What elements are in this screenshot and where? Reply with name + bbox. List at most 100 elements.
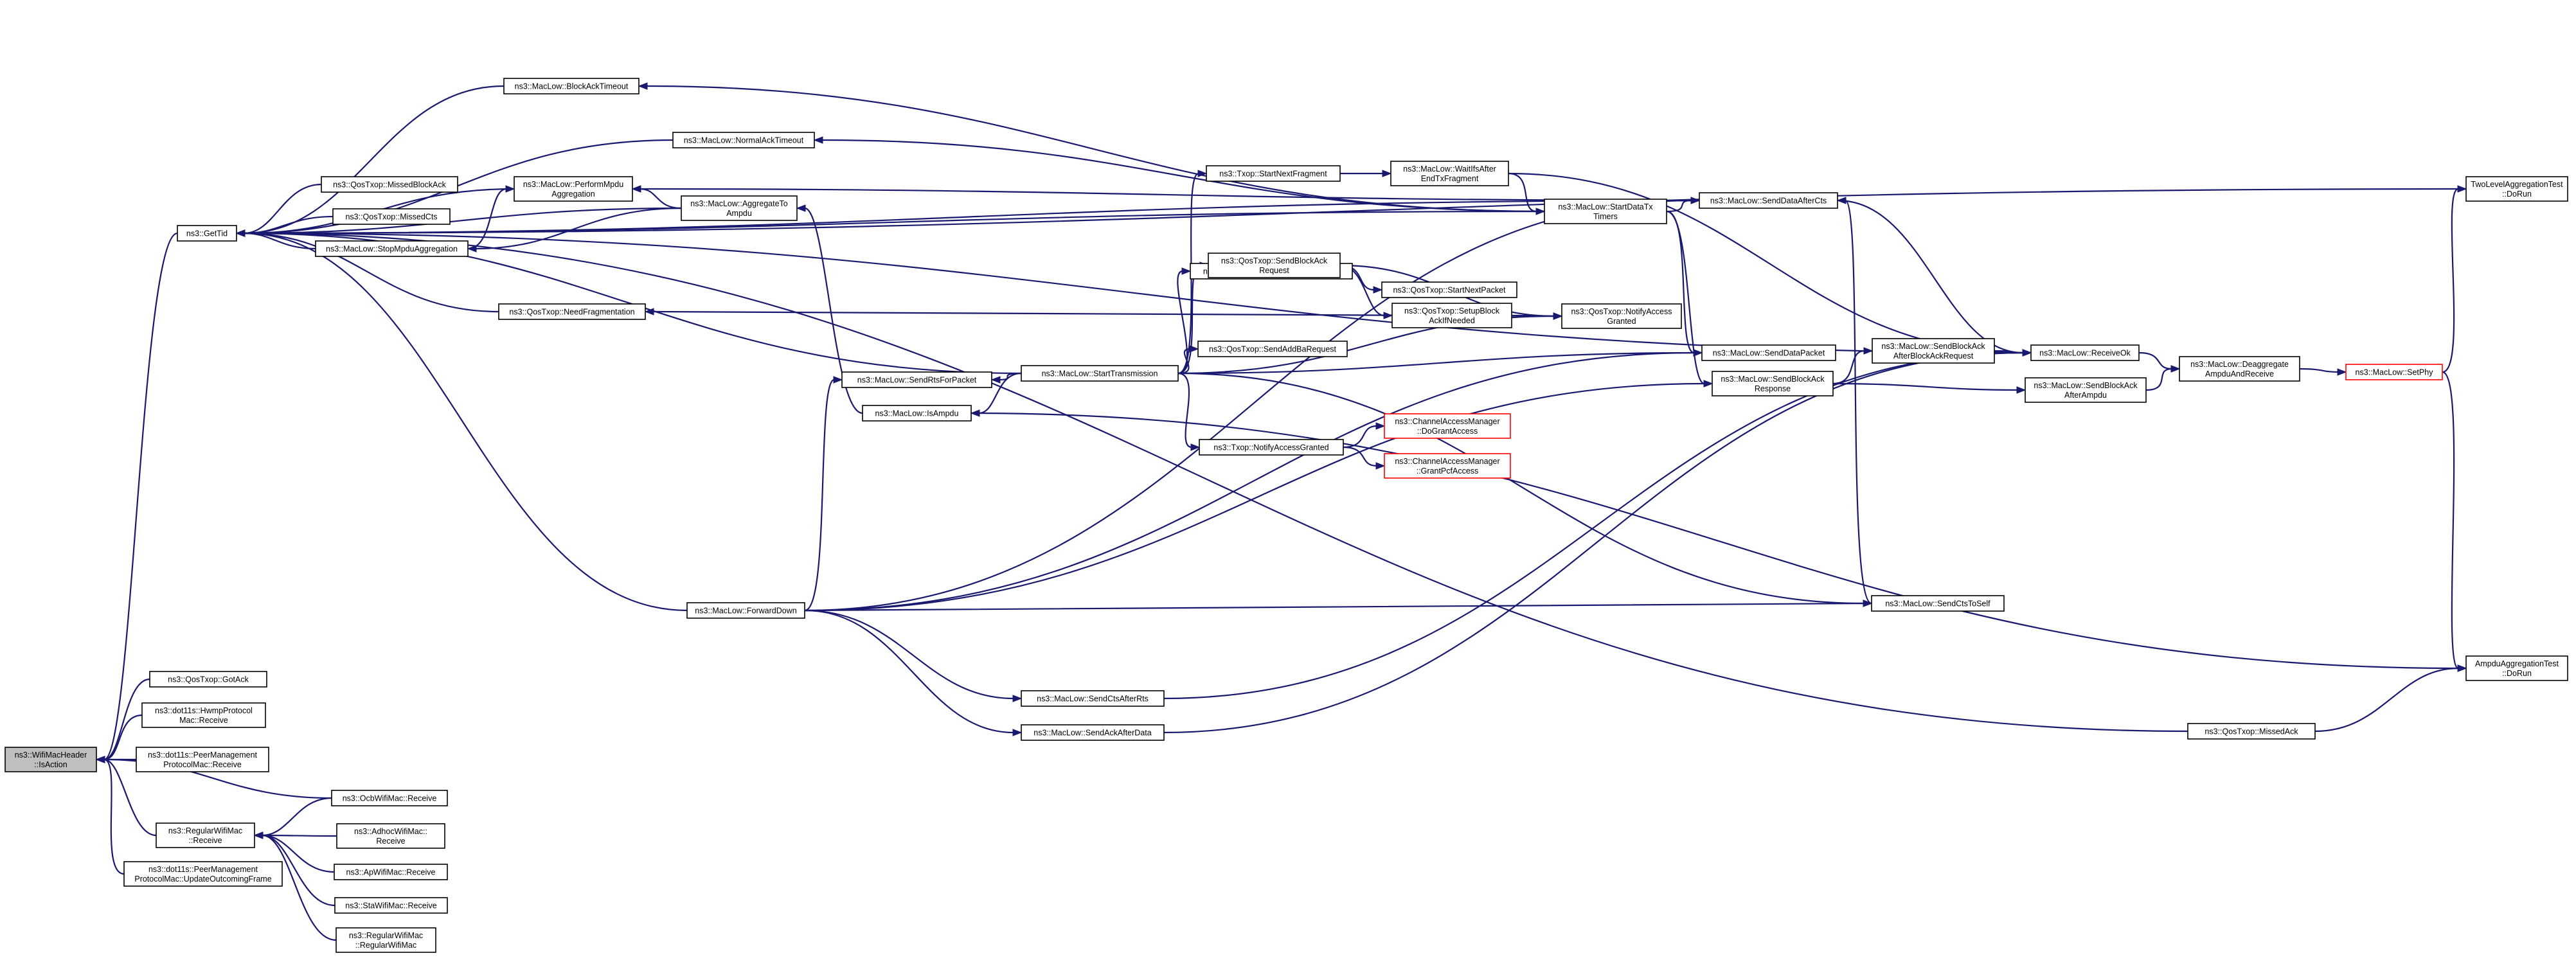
graph-node-sta-receive[interactable]: ns3::StaWifiMac::Receive bbox=[334, 897, 448, 914]
node-label: AckIfNeeded bbox=[1429, 316, 1475, 325]
arrowhead bbox=[2016, 386, 2026, 394]
node-label: ns3::QosTxop::MissedBlockAck bbox=[333, 181, 447, 190]
node-box bbox=[331, 790, 448, 806]
graph-node-regular-ctor[interactable]: ns3::RegularWifiMac::RegularWifiMac bbox=[335, 927, 436, 953]
node-label: Receive bbox=[376, 837, 405, 846]
call-edge bbox=[1837, 199, 2024, 354]
graph-node-txop-notify-access-granted[interactable]: ns3::Txop::NotifyAccessGranted bbox=[1199, 439, 1344, 456]
node-label: ProtocolMac::UpdateOutcomingFrame bbox=[134, 875, 271, 884]
graph-node-start-next-packet[interactable]: ns3::QosTxop::StartNextPacket bbox=[1381, 281, 1517, 298]
graph-node-ocb-receive[interactable]: ns3::OcbWifiMac::Receive bbox=[331, 790, 448, 806]
arrowhead bbox=[1197, 170, 1208, 177]
graph-node-is-ampdu[interactable]: ns3::MacLow::IsAmpdu bbox=[862, 405, 972, 422]
node-box bbox=[1199, 439, 1344, 456]
graph-node-peer-mgmt-receive[interactable]: ns3::dot11s::PeerManagementProtocolMac::… bbox=[136, 747, 269, 772]
graph-node-send-cts-to-self[interactable]: ns3::MacLow::SendCtsToSelf bbox=[1871, 595, 2005, 612]
node-label: AfterBlockAckRequest bbox=[1893, 351, 1974, 360]
call-edge bbox=[804, 609, 1014, 734]
node-box bbox=[1701, 344, 1836, 361]
arrowhead bbox=[638, 82, 648, 90]
graph-node-adhoc-receive[interactable]: ns3::AdhocWifiMac::Receive bbox=[336, 823, 445, 849]
node-label: ns3::QosTxop::SetupBlock bbox=[1404, 307, 1500, 316]
arrowhead bbox=[1190, 443, 1201, 451]
node-label: AmpduAndReceive bbox=[2205, 369, 2274, 378]
node-box bbox=[1206, 165, 1341, 182]
graph-node-block-ack-timeout[interactable]: ns3::MacLow::BlockAckTimeout bbox=[503, 78, 640, 94]
node-label: ns3::OcbWifiMac::Receive bbox=[343, 794, 437, 803]
call-edge bbox=[103, 758, 125, 875]
node-label: ns3::MacLow::ReceiveOk bbox=[2039, 349, 2131, 358]
call-edge bbox=[1832, 382, 2018, 391]
node-label: ns3::MacLow::SendAckAfterData bbox=[1033, 729, 1151, 738]
graph-node-need-fragmentation[interactable]: ns3::QosTxop::NeedFragmentation bbox=[498, 303, 646, 320]
call-edge bbox=[262, 834, 335, 873]
call-edge bbox=[103, 232, 178, 761]
graph-node-start-next-fragment[interactable]: ns3::Txop::StartNextFragment bbox=[1206, 165, 1341, 182]
graph-node-receive-ok[interactable]: ns3::MacLow::ReceiveOk bbox=[2030, 344, 2140, 361]
node-label: EndTxFragment bbox=[1421, 174, 1479, 183]
node-label: ::DoGrantAccess bbox=[1417, 427, 1478, 436]
graph-node-send-data-packet[interactable]: ns3::MacLow::SendDataPacket bbox=[1701, 344, 1836, 361]
graph-node-send-data-after-cts[interactable]: ns3::MacLow::SendDataAfterCts bbox=[1699, 192, 1838, 209]
node-box bbox=[1390, 161, 1509, 186]
node-box bbox=[123, 861, 283, 887]
call-edge bbox=[1177, 372, 1192, 449]
graph-node-send-block-ack-after-request[interactable]: ns3::MacLow::SendBlockAckAfterBlockAckRe… bbox=[1872, 338, 1995, 364]
arrowhead bbox=[990, 376, 1001, 384]
node-box bbox=[2179, 356, 2300, 382]
graph-node-grant-pcf-access[interactable]: ns3::ChannelAccessManager::GrantPcfAcces… bbox=[1384, 453, 1511, 479]
graph-node-peer-mgmt-update[interactable]: ns3::dot11s::PeerManagementProtocolMac::… bbox=[123, 861, 283, 887]
graph-node-get-tid[interactable]: ns3::GetTid bbox=[177, 225, 237, 242]
node-label: ns3::WifiMacHeader bbox=[15, 751, 87, 760]
graph-node-missed-cts[interactable]: ns3::QosTxop::MissedCts bbox=[332, 208, 451, 225]
graph-node-send-ack-after-data[interactable]: ns3::MacLow::SendAckAfterData bbox=[1021, 724, 1165, 741]
node-label: ns3::Txop::NotifyAccessGranted bbox=[1213, 443, 1328, 452]
graph-node-ampdu-test[interactable]: AmpduAggregationTest::DoRun bbox=[2465, 655, 2568, 681]
node-label: ns3::RegularWifiMac bbox=[168, 826, 242, 835]
call-edge bbox=[1177, 372, 1865, 605]
arrowhead bbox=[2457, 185, 2467, 193]
graph-node-qos-got-ack[interactable]: ns3::QosTxop::GotAck bbox=[149, 671, 267, 688]
node-box bbox=[1561, 303, 1682, 329]
node-box bbox=[336, 823, 445, 849]
call-edge bbox=[804, 378, 835, 612]
arrowhead bbox=[1836, 197, 1847, 204]
node-label: ns3::MacLow::WaitIfsAfter bbox=[1403, 164, 1496, 173]
node-box bbox=[681, 195, 798, 221]
node-box bbox=[1021, 690, 1165, 707]
graph-node-do-grant-access[interactable]: ns3::ChannelAccessManager::DoGrantAccess bbox=[1384, 413, 1511, 439]
graph-node-qos-notify-access-granted[interactable]: ns3::QosTxop::NotifyAccessGranted bbox=[1561, 303, 1682, 329]
arrowhead bbox=[1373, 286, 1383, 294]
graph-node-start-transmission[interactable]: ns3::MacLow::StartTransmission bbox=[1021, 365, 1179, 382]
graph-node-qos-missed-ack[interactable]: ns3::QosTxop::MissedAck bbox=[2187, 723, 2316, 740]
graph-node-missed-block-ack[interactable]: ns3::QosTxop::MissedBlockAck bbox=[321, 176, 458, 193]
arrowhead bbox=[235, 229, 246, 237]
graph-node-set-phy[interactable]: ns3::MacLow::SetPhy bbox=[2345, 364, 2443, 380]
node-label: ns3::MacLow::SendDataAfterCts bbox=[1710, 197, 1827, 206]
node-box bbox=[1872, 338, 1995, 364]
graph-node-is-action[interactable]: ns3::WifiMacHeader::IsAction bbox=[4, 747, 97, 772]
graph-node-stop-mpdu-aggregation[interactable]: ns3::MacLow::StopMpduAggregation bbox=[315, 240, 469, 257]
graph-node-send-rts-for-packet[interactable]: ns3::MacLow::SendRtsForPacket bbox=[841, 371, 992, 388]
graph-node-send-cts-after-rts[interactable]: ns3::MacLow::SendCtsAfterRts bbox=[1021, 690, 1165, 707]
call-edge bbox=[244, 85, 505, 235]
graph-node-forward-down[interactable]: ns3::MacLow::ForwardDown bbox=[686, 602, 805, 619]
call-edge bbox=[2145, 368, 2172, 391]
graph-node-send-addba-request[interactable]: ns3::QosTxop::SendAddBaRequest bbox=[1197, 341, 1348, 357]
node-box bbox=[1544, 199, 1667, 224]
graph-node-regular-receive[interactable]: ns3::RegularWifiMac::Receive bbox=[156, 822, 255, 848]
node-box bbox=[136, 747, 269, 772]
graph-node-ap-receive[interactable]: ns3::ApWifiMac::Receive bbox=[334, 864, 448, 880]
graph-node-normal-ack-timeout[interactable]: ns3::MacLow::NormalAckTimeout bbox=[672, 132, 815, 148]
graph-node-two-level-test[interactable]: TwoLevelAggregationTest::DoRun bbox=[2465, 176, 2568, 202]
